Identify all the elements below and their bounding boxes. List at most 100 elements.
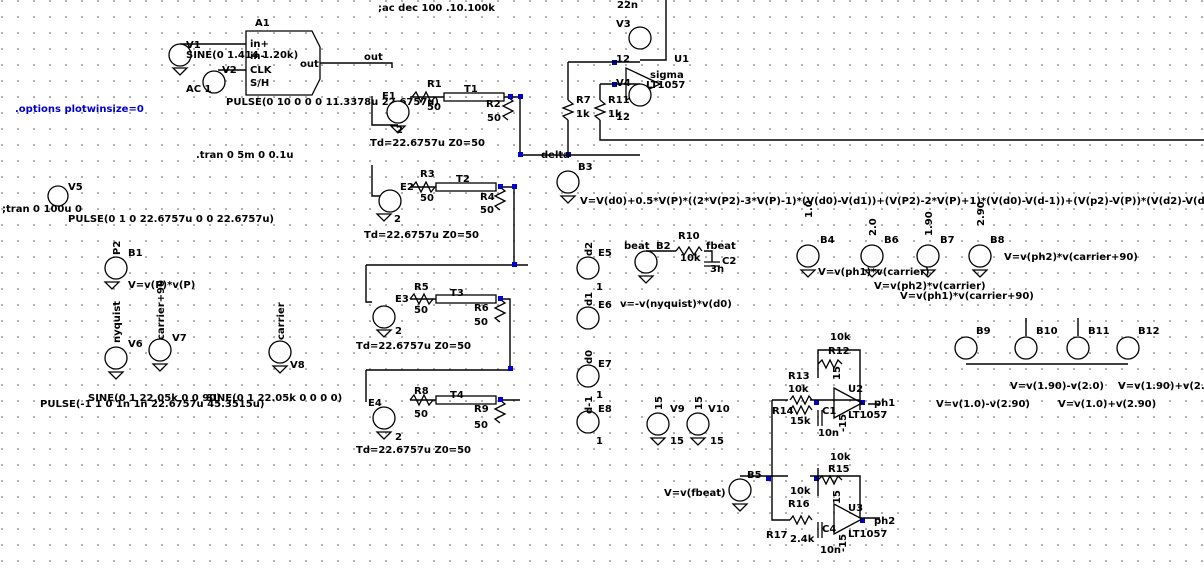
- v3-source[interactable]: 22n V3 12: [616, 0, 652, 65]
- e1-source[interactable]: E1 2: [382, 91, 410, 136]
- r13-resistor[interactable]: R13 10k: [788, 371, 813, 406]
- v6-label: V6: [128, 339, 143, 350]
- c4-capacitor[interactable]: C4 10n: [817, 522, 841, 556]
- r6-label: R6: [474, 303, 489, 314]
- v9-net: 15: [654, 396, 665, 410]
- u2-model: LT1057: [848, 410, 887, 421]
- b9-source[interactable]: B9 V=v(1.0)-v(2.90): [936, 326, 1030, 410]
- t2-label: T2: [456, 174, 470, 185]
- ground-symbols: [104, 67, 988, 512]
- b6-net: 2.0: [868, 218, 879, 236]
- b8-source[interactable]: 2.90 B8 V=v(ph2)*v(carrier+90): [968, 201, 1138, 268]
- e7-source[interactable]: d0 E7 1: [576, 350, 612, 401]
- b10-source[interactable]: B10 V=v(1.90)-v(2.0): [1010, 326, 1104, 392]
- r4-resistor[interactable]: R4 50: [480, 186, 507, 216]
- beat-net: beat: [624, 241, 650, 252]
- r1-label: R1: [427, 79, 442, 90]
- b3-source[interactable]: B3 V=V(d0)+0.5*V(P)*((2*V(P2)-3*V(P)-1)*…: [556, 162, 1204, 207]
- b8-label: B8: [990, 235, 1005, 246]
- v5-source[interactable]: V5 PULSE(0 1 0 22.6757u 0 0 22.6757u): [47, 182, 274, 225]
- t3-label: T3: [450, 288, 464, 299]
- e8-source[interactable]: d-1 E8 1: [576, 396, 612, 447]
- u2-opamp[interactable]: 15 U2 LT1057 -15 ph1: [832, 366, 895, 432]
- b4-source[interactable]: 1.0 B4 V=v(ph1)*v(carrier): [796, 200, 930, 278]
- e7-net: d0: [584, 350, 595, 364]
- delta-net[interactable]: delta: [541, 150, 570, 161]
- b6-source[interactable]: 2.0 B6 V=v(ph2)*v(carrier): [860, 218, 986, 292]
- r6-resistor[interactable]: R6 50: [474, 298, 507, 328]
- c1-label: C1: [822, 406, 836, 417]
- r8-resistor[interactable]: R8 50: [409, 386, 434, 420]
- v2-source[interactable]: V2 AC 1 PULSE(0 10 0 0 0 11.3378u 22.675…: [186, 65, 439, 108]
- b1-source[interactable]: P2 B1 V=v(P)*v(P): [104, 241, 195, 291]
- out-net-label[interactable]: out: [364, 52, 383, 63]
- r9-label: R9: [474, 404, 489, 415]
- b7-label: B7: [940, 235, 955, 246]
- c1-capacitor[interactable]: C1 10n: [817, 406, 839, 439]
- t4-line[interactable]: T4: [435, 390, 497, 405]
- e6-net: d1: [584, 292, 595, 306]
- r13-label: R13: [788, 371, 810, 382]
- r5-resistor[interactable]: R5 50: [409, 282, 434, 316]
- r17-resistor[interactable]: R17 2.4k: [766, 530, 815, 545]
- r16-resistor[interactable]: 10k R16: [788, 486, 813, 526]
- ac-directive[interactable]: ;ac dec 100 .10.100k: [378, 3, 495, 14]
- r2-resistor[interactable]: R2 50: [486, 96, 515, 124]
- b5-source[interactable]: B5 V=v(fbeat): [664, 470, 762, 502]
- r14-resistor[interactable]: R14 15k: [772, 404, 813, 427]
- e6-source[interactable]: d1 E6 v=-v(nyquist)*v(d0): [576, 292, 732, 330]
- r17-value: 2.4k: [790, 534, 815, 545]
- v10-net: 15: [694, 396, 705, 410]
- u3-vm: -15: [838, 534, 849, 552]
- v9-label: V9: [670, 404, 685, 415]
- r2-label: R2: [486, 99, 501, 110]
- r1-resistor[interactable]: R1 50: [411, 79, 442, 113]
- b1-net: P2: [112, 241, 123, 255]
- e3-source[interactable]: E3 2: [372, 294, 409, 337]
- u3-opamp[interactable]: 15 U3 LT1057 -15 ph2: [832, 490, 895, 552]
- a1-sample-hold[interactable]: A1 in+ in- CLK S/H out: [245, 18, 321, 96]
- v8-value: SINE(0 1 22.05k 0 0 0 0): [206, 393, 342, 404]
- v4-source[interactable]: V4 12: [616, 78, 652, 123]
- v9-source[interactable]: 15 V9 15: [646, 396, 685, 447]
- c2-label: C2: [722, 256, 736, 267]
- t1-label: T1: [464, 84, 478, 95]
- v8-source[interactable]: carrier V8 SINE(0 1 22.05k 0 0 0 0): [206, 302, 342, 404]
- r7-resistor[interactable]: R7 1k: [561, 95, 591, 121]
- r12-resistor[interactable]: 10k R12: [817, 332, 851, 370]
- b7-source[interactable]: 1.90 B7 V=v(ph1)*v(carrier+90): [900, 211, 1034, 302]
- ph2-net: ph2: [874, 516, 895, 527]
- r12-value: 10k: [830, 332, 851, 343]
- tran-comment[interactable]: ;tran 0 100u 0: [2, 204, 82, 215]
- u1-model: LT1057: [646, 80, 685, 91]
- r7-label: R7: [576, 95, 591, 106]
- tran-directive[interactable]: .tran 0 5m 0 0.1u: [196, 150, 293, 161]
- v6-source[interactable]: nyquist V6 PULSE(-1 1 0 1n 1n 22.6757u 4…: [40, 301, 264, 410]
- v7-source[interactable]: carrier+90 V7 SINE(0 1 22.05k 0 0 90): [88, 280, 221, 404]
- c2-capacitor[interactable]: fbeat C2 3n: [704, 241, 736, 275]
- b11-source[interactable]: B11 V=v(1.0)+v(2.90): [1058, 326, 1156, 410]
- b12-source[interactable]: B12 V=v(1.90)+v(2.0): [1116, 326, 1204, 392]
- r11-resistor[interactable]: R11 1k: [593, 95, 630, 121]
- r15-resistor[interactable]: 10k R15: [817, 452, 851, 486]
- v1-source[interactable]: V1 SINE(0 1.414 1.20k): [168, 40, 298, 67]
- v10-source[interactable]: 15 V10 15: [686, 396, 730, 447]
- options-directive[interactable]: .options plotwinsize=0: [15, 104, 144, 115]
- t3-line[interactable]: T3: [435, 288, 497, 304]
- t2-line[interactable]: T2: [435, 174, 497, 192]
- r5-label: R5: [414, 282, 429, 293]
- e2-source[interactable]: E2 2: [378, 182, 414, 225]
- ph1-net: ph1: [874, 398, 895, 409]
- b1-label: B1: [128, 248, 143, 259]
- r9-resistor[interactable]: R9 50: [474, 399, 507, 431]
- r3-resistor[interactable]: R3 50: [411, 169, 436, 204]
- b2-source[interactable]: beat B2: [624, 241, 671, 274]
- t1-line[interactable]: T1: [443, 84, 505, 102]
- r15-label: R15: [828, 464, 850, 475]
- r10-label: R10: [678, 231, 700, 242]
- e5-source[interactable]: d2 E5 1: [576, 242, 612, 293]
- r10-resistor[interactable]: R10 10k: [675, 231, 703, 264]
- e4-source[interactable]: E4 2: [368, 398, 402, 443]
- e3-gain: 2: [395, 326, 402, 337]
